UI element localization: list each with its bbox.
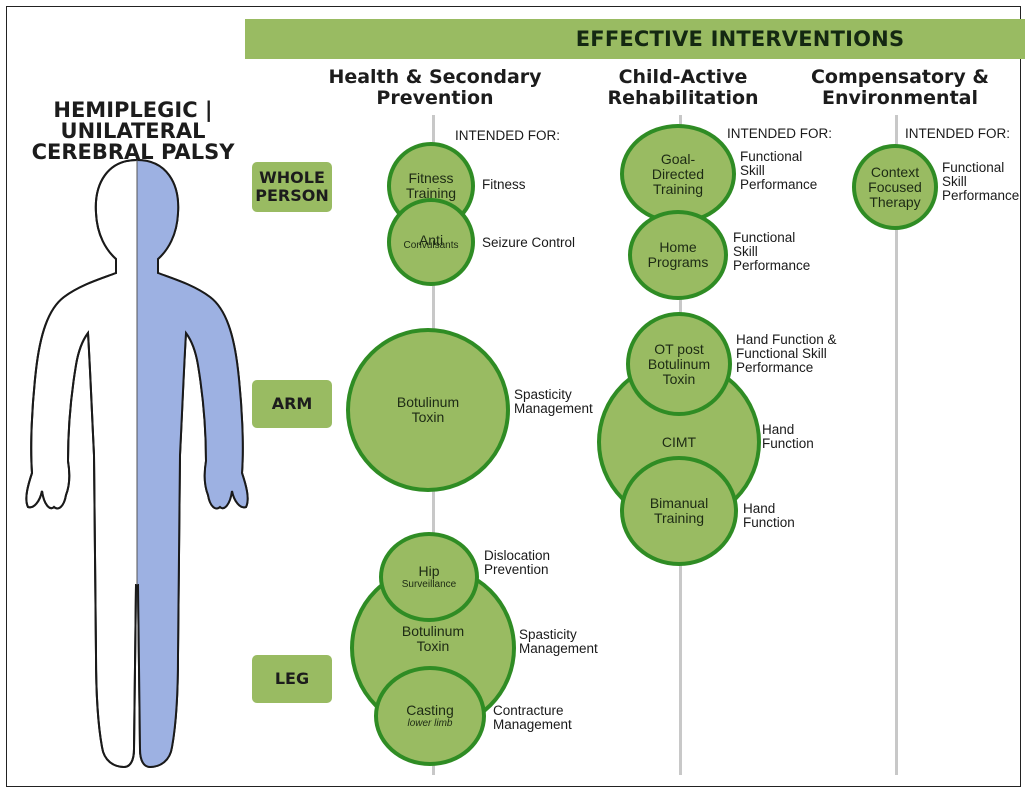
intervention-anticonvulsants: Anti Convulsants bbox=[387, 198, 475, 286]
intended-functional-skill-home: Functional Skill Performance bbox=[733, 230, 811, 273]
intervention-bimanual-training: Bimanual Training bbox=[620, 456, 738, 566]
column-header-compensatory: Compensatory & Environmental bbox=[810, 66, 989, 109]
intended-functional-skill-context: Functional Skill Performance bbox=[942, 160, 1020, 203]
intervention-name: Home Programs bbox=[647, 239, 709, 270]
intervention-name: Fitness Training bbox=[405, 170, 457, 201]
child-figure bbox=[25, 158, 249, 769]
intervention-name: CIMT bbox=[661, 433, 697, 450]
intended-contracture-management: Contracture Management bbox=[493, 703, 572, 732]
intervention-name: Botulinum Toxin bbox=[396, 394, 460, 425]
intended-for-label-child-active: INTENDED FOR: bbox=[727, 126, 833, 141]
intervention-botulinum-toxin-arm: Botulinum Toxin bbox=[346, 328, 510, 492]
intervention-name: Goal- Directed Training bbox=[651, 150, 705, 197]
intervention-casting: Casting lower limb bbox=[374, 666, 486, 766]
intended-dislocation-prevention: Dislocation Prevention bbox=[484, 548, 551, 577]
intervention-hip-surveillance: Hip Surveillance bbox=[379, 532, 479, 622]
row-label-whole-person: WHOLE PERSON bbox=[252, 162, 332, 212]
intervention-context-focused-therapy: Context Focused Therapy bbox=[852, 144, 938, 230]
intervention-name: Botulinum Toxin bbox=[401, 623, 465, 654]
row-label-arm: ARM bbox=[252, 380, 332, 428]
intervention-name: OT post Botulinum Toxin bbox=[647, 340, 711, 387]
intended-hand-function-cimt: Hand Function bbox=[762, 422, 814, 451]
intended-spasticity-management-leg: Spasticity Management bbox=[519, 627, 598, 656]
intervention-goal-directed-training: Goal- Directed Training bbox=[620, 124, 736, 224]
intervention-name-sub: Convulsants bbox=[403, 240, 459, 251]
intended-spasticity-management-arm: Spasticity Management bbox=[514, 387, 593, 416]
column-line-compensatory bbox=[895, 115, 898, 775]
banner: EFFECTIVE INTERVENTIONS bbox=[245, 19, 1025, 59]
intervention-name-sub: lower limb bbox=[407, 718, 453, 729]
intended-for-label-health: INTENDED FOR: bbox=[455, 128, 561, 143]
intervention-name: Casting bbox=[406, 702, 454, 718]
intervention-name: Context Focused Therapy bbox=[868, 163, 922, 210]
intended-fitness: Fitness bbox=[482, 177, 526, 192]
column-header-child-active: Child-Active Rehabilitation bbox=[607, 66, 759, 109]
row-label-leg: LEG bbox=[252, 655, 332, 703]
column-header-health: Health & Secondary Prevention bbox=[328, 66, 542, 109]
intended-functional-skill-goal: Functional Skill Performance bbox=[740, 149, 818, 192]
intervention-ot-post-botulinum-toxin: OT post Botulinum Toxin bbox=[626, 312, 732, 416]
intended-hand-function-ot: Hand Function & Functional Skill Perform… bbox=[736, 332, 837, 375]
page-title: HEMIPLEGIC | UNILATERAL CEREBRAL PALSY bbox=[31, 98, 235, 164]
intended-for-label-compensatory: INTENDED FOR: bbox=[905, 126, 1011, 141]
intervention-name: Hip bbox=[418, 563, 440, 579]
intended-seizure-control: Seizure Control bbox=[482, 235, 576, 250]
intended-hand-function-bimanual: Hand Function bbox=[743, 501, 795, 530]
intervention-home-programs: Home Programs bbox=[628, 210, 728, 300]
intervention-name: Bimanual Training bbox=[649, 495, 709, 526]
intervention-name: Anti bbox=[418, 232, 444, 248]
intervention-name-sub: Surveillance bbox=[401, 579, 457, 590]
